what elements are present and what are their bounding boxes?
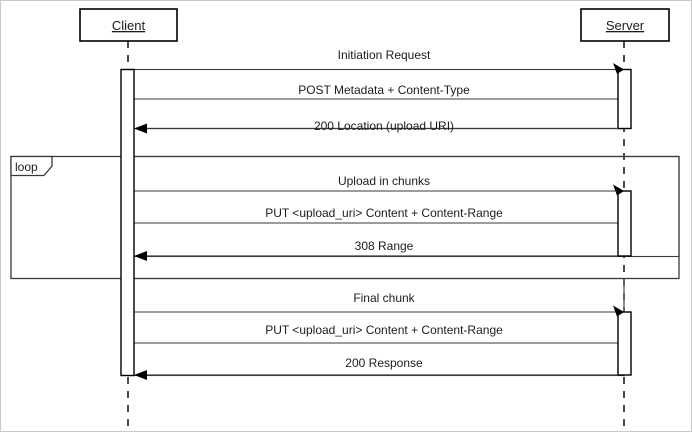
message-label-final-chunk: Final chunk	[353, 291, 415, 305]
message-label-308-range: 308 Range	[355, 239, 414, 253]
arrowhead-308-range	[134, 251, 147, 261]
arrowhead-200-response	[134, 370, 147, 380]
activation-bar-client	[120, 68, 135, 377]
message-label-200-response: 200 Response	[345, 356, 423, 370]
loop-fragment-tab	[10, 155, 53, 177]
arrowhead-put-final	[613, 305, 624, 317]
message-label-put-final: PUT <upload_uri> Content + Content-Range	[265, 323, 503, 337]
message-label-put-chunk: PUT <upload_uri> Content + Content-Range	[265, 206, 503, 220]
activation-bar-server-3	[617, 311, 632, 376]
lifeline-header-client[interactable]	[79, 8, 178, 42]
message-label-post-metadata: POST Metadata + Content-Type	[298, 83, 470, 97]
message-label-upload-in-chunks: Upload in chunks	[338, 174, 430, 188]
loop-fragment-label: loop	[15, 160, 38, 174]
arrowhead-put-chunk	[613, 184, 624, 196]
message-label-initiation-request: Initiation Request	[338, 48, 431, 62]
arrowhead-post-metadata	[613, 63, 624, 74]
message-label-200-location: 200 Location (upload URI)	[314, 119, 454, 133]
activation-bar-server-2	[617, 190, 632, 257]
lifeline-header-server[interactable]	[580, 8, 670, 42]
lifeline-label-client: Client	[112, 18, 146, 33]
activation-bar-server-1	[617, 68, 632, 130]
arrowhead-200-location	[134, 123, 147, 134]
lifeline-label-server: Server	[606, 18, 645, 33]
